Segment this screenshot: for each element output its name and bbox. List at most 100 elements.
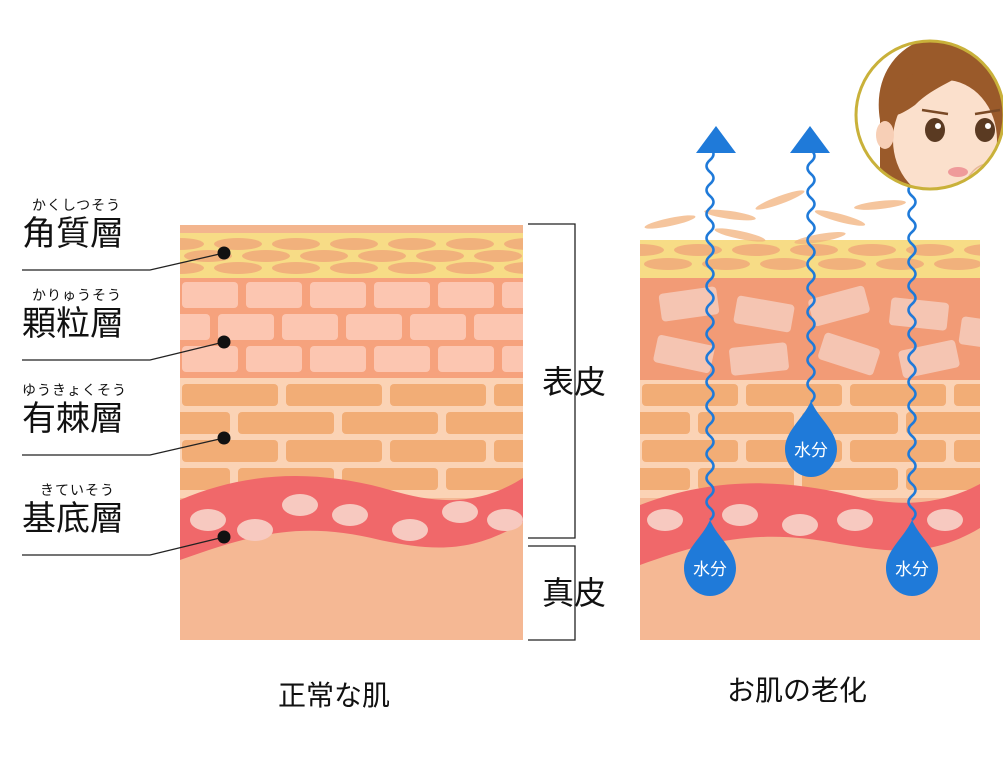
dermis-label: 真皮: [542, 574, 607, 612]
granular-cell: [958, 316, 980, 352]
layer-name: 基底層: [22, 499, 124, 539]
corneum-cell: [906, 244, 954, 256]
layer-label-basal: きていそう 基底層: [22, 483, 124, 539]
corneum-cell: [848, 244, 896, 256]
granular-cell: [733, 295, 795, 333]
moisture-wave: [705, 147, 715, 521]
basal-cell: [782, 514, 818, 536]
peeling-flake: [714, 228, 766, 242]
moisture-escape-arrows: [705, 147, 917, 521]
peeling-flakes: [644, 190, 906, 244]
corneum-cell: [272, 238, 320, 250]
spinous-cell: [494, 440, 523, 462]
spinous-cell: [286, 440, 382, 462]
layer-reading: ゆうきょくそう: [22, 383, 127, 399]
corneum-cell: [876, 258, 924, 270]
peeling-flake: [644, 215, 696, 229]
layer-label-spinous: ゆうきょくそう 有棘層: [22, 383, 127, 439]
spinous-cell: [850, 440, 946, 462]
corneum-cells: [180, 238, 580, 274]
corneum-cell: [732, 244, 780, 256]
corneum-cell: [330, 238, 378, 250]
basal-cells: [190, 494, 523, 541]
granular-cell: [502, 346, 523, 372]
spinous-cell: [494, 384, 523, 406]
corneum-cell: [474, 250, 522, 262]
water-label-1: 水分: [693, 560, 727, 580]
granular-cell: [374, 282, 430, 308]
spinous-cell: [182, 440, 278, 462]
moisture-wave: [806, 149, 816, 403]
aged-granular-cells: [653, 285, 980, 378]
granular-cell: [310, 346, 366, 372]
granular-cell: [658, 286, 720, 322]
corneum-cell: [272, 262, 320, 274]
aged-skin-cross-section: [640, 190, 1003, 640]
granular-cell: [410, 314, 466, 340]
basal-cell: [392, 519, 428, 541]
epidermis-label: 表皮: [542, 363, 607, 401]
moisture-wave: [907, 183, 917, 521]
granular-cell: [729, 342, 789, 376]
granular-cell: [653, 335, 715, 373]
granular-cell: [818, 332, 880, 376]
granular-cell: [180, 314, 210, 340]
worried-woman-face-icon: [854, 39, 1003, 191]
corneum-cell: [760, 258, 808, 270]
corneum-cell: [640, 244, 664, 256]
spinous-cell: [342, 412, 438, 434]
aged-spinous-cells: [640, 384, 980, 490]
normal-skin-cross-section: [180, 225, 580, 640]
spinous-cell: [180, 468, 230, 490]
spinous-cell: [390, 384, 486, 406]
layer-name: 顆粒層: [22, 304, 124, 344]
corneum-cell: [180, 238, 204, 250]
water-label-2: 水分: [794, 441, 828, 461]
corneum-cell: [242, 250, 290, 262]
basal-cell: [487, 509, 523, 531]
water-drop-icon: 水分: [886, 520, 938, 596]
aged-basal-cells: [647, 504, 963, 536]
peeling-flake: [755, 190, 805, 210]
layer-name: 角質層: [22, 214, 124, 254]
basal-cell: [837, 509, 873, 531]
spinous-cell: [446, 468, 523, 490]
corneum-cell: [446, 238, 494, 250]
corneum-cell: [818, 258, 866, 270]
corneum-cell: [180, 262, 204, 274]
granular-cell: [182, 282, 238, 308]
corneum-cell: [446, 262, 494, 274]
corneum-cell: [300, 250, 348, 262]
corneum-cell: [992, 258, 1003, 270]
epidermis-bracket: [528, 223, 576, 539]
basal-cell: [332, 504, 368, 526]
spinous-cell: [954, 384, 980, 406]
granular-cell: [282, 314, 338, 340]
granular-cell: [218, 314, 274, 340]
granular-cell: [889, 297, 949, 331]
spinous-cell: [238, 412, 334, 434]
granular-cell: [246, 346, 302, 372]
corneum-cell: [358, 250, 406, 262]
granular-cell: [182, 346, 238, 372]
corneum-cell: [964, 244, 980, 256]
basal-cell: [190, 509, 226, 531]
layer-leaders: [22, 252, 225, 556]
water-drop-icon: 水分: [785, 401, 837, 477]
peeling-flake: [704, 209, 756, 221]
corneum-cell: [532, 250, 580, 262]
spinous-cell: [286, 384, 382, 406]
spinous-cell: [446, 412, 523, 434]
corneum-cell: [674, 244, 722, 256]
granular-cell: [346, 314, 402, 340]
layer-reading: かりゅうそう: [32, 288, 122, 304]
basal-cell: [647, 509, 683, 531]
normal-skin-caption: 正常な肌: [278, 679, 391, 712]
corneum-cell: [388, 238, 436, 250]
up-arrow-icon: [696, 126, 830, 153]
spinous-cell: [182, 384, 278, 406]
corneum-cell: [644, 258, 692, 270]
granular-cell: [438, 346, 494, 372]
layer-label-corneum: かくしつそう 角質層: [22, 198, 124, 254]
